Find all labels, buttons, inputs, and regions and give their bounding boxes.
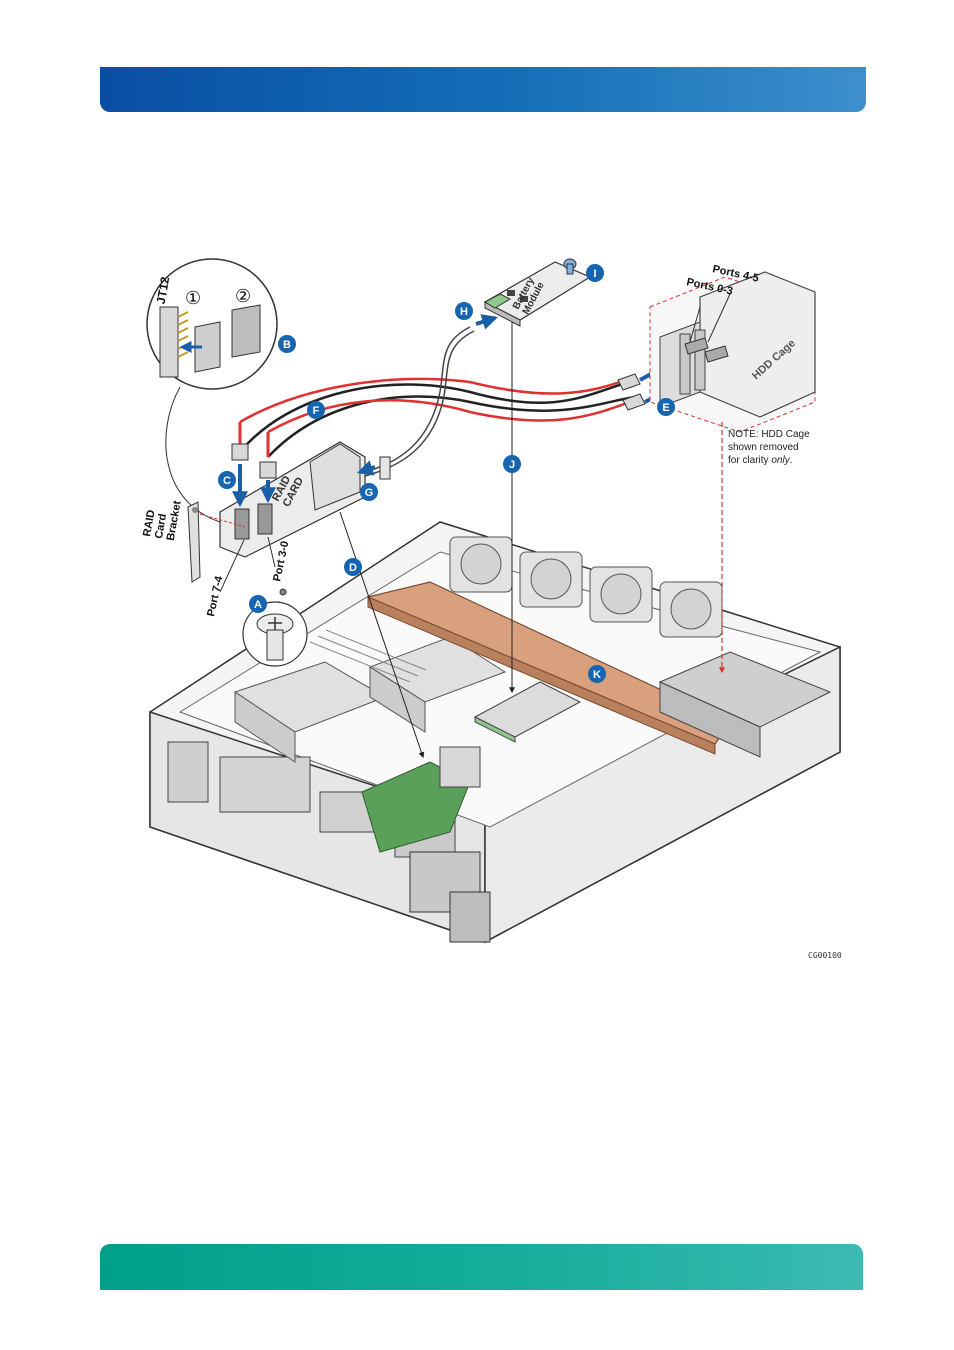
- callout-i: I: [586, 264, 604, 282]
- jt12-inset: JT12 ① ②: [147, 259, 277, 389]
- callout-e: E: [657, 398, 675, 416]
- installation-diagram: JT12 ① ② RAID CARD RAID Card Bracket Por…: [140, 252, 850, 964]
- sideband-connector-g: [380, 457, 390, 479]
- bracket-label-line3: Bracket: [165, 500, 184, 542]
- svg-text:B: B: [283, 339, 291, 351]
- figure-code: CG00100: [808, 951, 842, 960]
- port-7-4-label: Port 7-4: [205, 574, 225, 617]
- cable-connector-e1: [618, 374, 640, 390]
- callout-a: A: [249, 595, 267, 613]
- svg-text:A: A: [254, 599, 262, 611]
- callout-h: H: [455, 302, 473, 320]
- header-bar: [100, 67, 866, 112]
- step-one-marker: ①: [185, 288, 201, 308]
- step-two-marker: ②: [235, 286, 251, 306]
- footer-bar: [100, 1244, 863, 1290]
- svg-text:RAID Card Bracket: RAID Card Bracket: [141, 495, 184, 541]
- callout-f: F: [307, 401, 325, 419]
- callout-g: G: [360, 483, 378, 501]
- cable-connector-c: [232, 444, 248, 460]
- svg-text:C: C: [223, 475, 231, 487]
- battery-module-exploded: Battery Module: [485, 259, 590, 326]
- svg-text:I: I: [593, 268, 596, 280]
- callout-k: K: [588, 665, 606, 683]
- cable-connector-c2: [260, 462, 276, 478]
- svg-text:F: F: [313, 405, 320, 417]
- svg-text:E: E: [662, 402, 669, 414]
- callout-c: C: [218, 471, 236, 489]
- callout-j: J: [503, 455, 521, 473]
- svg-text:H: H: [460, 306, 468, 318]
- svg-text:J: J: [509, 459, 515, 471]
- svg-text:D: D: [349, 562, 357, 574]
- sas-cable-assembly: [240, 327, 635, 476]
- note-line3: for clarity only.: [728, 455, 792, 466]
- cable-connector-e2: [623, 394, 645, 410]
- svg-text:G: G: [365, 487, 374, 499]
- callout-d: D: [344, 558, 362, 576]
- note-line1: NOTE: HDD Cage: [728, 429, 810, 440]
- note-line2: shown removed: [728, 442, 799, 453]
- callout-b: B: [278, 335, 296, 353]
- port-3-0-label: Port 3-0: [271, 540, 291, 583]
- svg-text:K: K: [593, 669, 601, 681]
